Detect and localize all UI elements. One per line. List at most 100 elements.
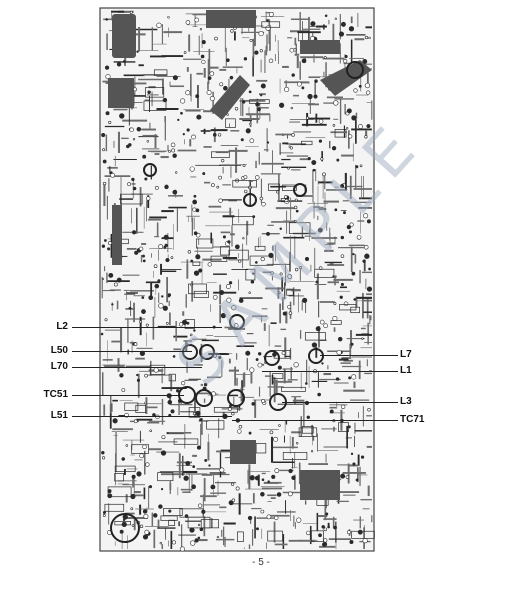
pcb-pad [249, 367, 255, 373]
pcb-pad [318, 139, 323, 143]
pcb-pad [323, 323, 328, 329]
pcb-pad [193, 329, 196, 332]
pcb-pad [105, 18, 108, 21]
pcb-pad [260, 94, 263, 97]
pcb-pad [190, 540, 196, 546]
pcb-component-outline [131, 444, 149, 454]
pcb-pad [310, 36, 315, 41]
pcb-component-outline [120, 193, 143, 205]
pcb-pad [199, 527, 204, 532]
callout-label-l2: L2 [56, 321, 68, 332]
pcb-pad [101, 277, 104, 281]
pcb-pad [153, 513, 158, 518]
pcb-pad [142, 509, 148, 514]
pcb-pad [333, 525, 337, 530]
pcb-pad [271, 474, 276, 480]
pcb-pad [108, 120, 112, 125]
pcb-pad [141, 296, 145, 299]
pcb-pad [248, 431, 252, 435]
pcb-component-outline [255, 443, 267, 454]
pcb-pad [197, 503, 203, 508]
pcb-component-outline [281, 386, 306, 392]
pcb-pad [324, 14, 328, 18]
pcb-pad [217, 133, 222, 137]
pcb-pad [144, 373, 148, 378]
pcb-pad [131, 524, 135, 527]
pcb-pad [323, 56, 327, 59]
pcb-pad [260, 509, 265, 514]
pcb-component-outline [280, 198, 289, 203]
pcb-pad [283, 195, 288, 199]
pcb-pad [340, 254, 345, 258]
pcb-pad [279, 272, 283, 276]
pcb-pad [291, 475, 296, 480]
pcb-pad [208, 464, 211, 467]
pcb-pad [277, 291, 281, 294]
pcb-pad [218, 198, 223, 203]
pcb-pad [259, 49, 263, 53]
pcb-pad [362, 59, 368, 64]
pcb-pad [282, 311, 287, 316]
pcb-pad [102, 511, 106, 515]
pcb-pad [136, 378, 140, 382]
pcb-component-outline [210, 255, 228, 262]
pcb-pad [119, 373, 124, 378]
callout-label-l50: L50 [50, 345, 68, 356]
pcb-pad [204, 458, 208, 462]
pcb-pad [231, 412, 235, 416]
pcb-pad [209, 71, 215, 77]
pcb-pad [203, 382, 208, 387]
pcb-pad [136, 373, 139, 377]
pcb-pad [171, 540, 176, 545]
pcb-pad [260, 257, 265, 262]
pcb-pad [190, 259, 194, 263]
pcb-pad [132, 186, 137, 191]
pcb-pad [336, 349, 342, 356]
pcb-pad [226, 113, 229, 116]
pcb-pad [104, 239, 107, 242]
pcb-pad [185, 90, 191, 96]
pcb-pad [322, 541, 328, 547]
pcb-pad [119, 113, 125, 119]
pcb-component-outline [304, 332, 326, 341]
pcb-component-outline [225, 118, 236, 128]
pcb-pad [185, 461, 191, 466]
pcb-pad [336, 158, 340, 162]
pcb-pad [288, 468, 293, 474]
callout-label-l70: L70 [50, 361, 68, 372]
pcb-pad [164, 243, 168, 248]
pcb-pad [364, 35, 369, 40]
pcb-pad [165, 322, 169, 325]
pcb-pad [327, 525, 330, 529]
pcb-pad [171, 148, 176, 153]
pcb-component-outline [267, 530, 283, 542]
pcb-pad [287, 274, 293, 279]
pcb-pad [185, 20, 191, 25]
pcb-component-outline [168, 373, 176, 382]
pcb-pad [281, 133, 285, 137]
pcb-pad [338, 31, 345, 37]
pcb-pad [258, 31, 264, 37]
pcb-pad [255, 175, 260, 180]
pcb-pad [168, 150, 171, 153]
pcb-pad [367, 408, 371, 412]
pcb-pad [312, 168, 316, 172]
pcb-component-outline [188, 407, 201, 418]
pcb-component-outline [193, 290, 209, 298]
pcb-pad [194, 538, 199, 543]
pcb-pad [346, 224, 352, 230]
pcb-pad [158, 303, 164, 309]
pcb-pad [191, 484, 196, 490]
pcb-pad [268, 11, 274, 17]
pcb-pad [257, 107, 261, 112]
pcb-pad [197, 523, 201, 527]
pcb-component-outline [286, 288, 294, 296]
pcb-component-outline [301, 426, 314, 434]
pcb-pad [346, 127, 349, 130]
pcb-pad [255, 261, 258, 264]
pcb-pad [287, 166, 290, 170]
callout-label-l1: L1 [400, 365, 412, 376]
pcb-pad [289, 47, 295, 53]
pcb-pad [142, 154, 147, 159]
pcb-pad [329, 409, 334, 414]
